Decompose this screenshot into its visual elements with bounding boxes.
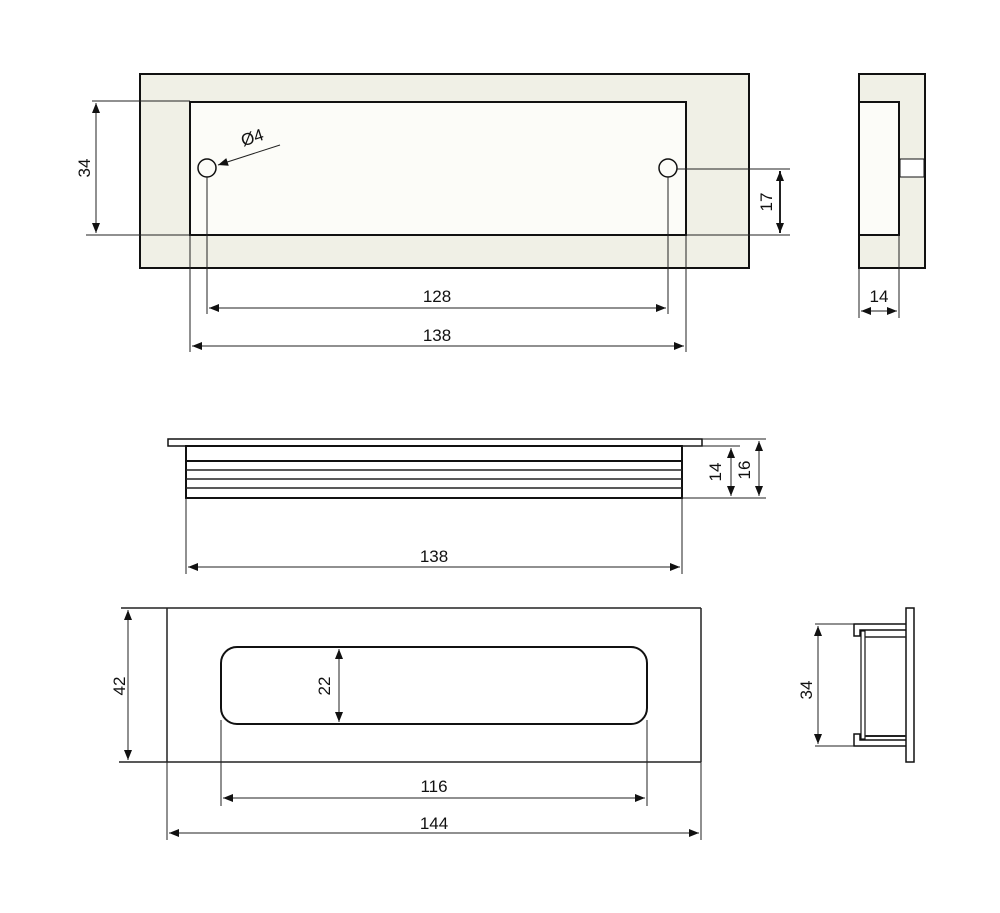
- section-flange: [905, 607, 915, 763]
- side-slot: [899, 158, 925, 178]
- dimension-overall-height-42: 42: [110, 677, 129, 696]
- grip-recess: [220, 646, 648, 725]
- dimension-inner-width-138: 138: [423, 326, 451, 345]
- body-profile: [185, 445, 683, 499]
- bottom-front-view: 42 22 116 144: [110, 607, 702, 840]
- dimension-flange-height-16: 16: [735, 461, 754, 480]
- hole-leader-line: [217, 144, 281, 166]
- dimension-hole-spacing-128: 128: [423, 287, 451, 306]
- dimension-hole-offset-17: 17: [757, 193, 776, 212]
- dimension-grip-width-116: 116: [420, 777, 447, 796]
- dimension-body-height-14: 14: [706, 463, 725, 482]
- top-side-view: 14: [858, 73, 926, 318]
- dimension-body-width-138: 138: [420, 547, 448, 566]
- dimension-overall-width-144: 144: [420, 814, 448, 833]
- inner-recess: [189, 101, 687, 236]
- flange: [167, 438, 703, 447]
- bottom-section-view: 34: [797, 607, 915, 763]
- dimension-height-34: 34: [75, 159, 94, 178]
- middle-side-view: 14 16 138: [167, 438, 766, 574]
- dimension-section-height-34: 34: [797, 681, 816, 700]
- section-inner-wall: [860, 630, 866, 740]
- dimension-depth-14: 14: [870, 287, 889, 306]
- side-recess: [858, 101, 900, 236]
- dimension-grip-height-22: 22: [315, 677, 334, 696]
- top-front-view: 34 Ø4 17 128 138: [75, 73, 790, 352]
